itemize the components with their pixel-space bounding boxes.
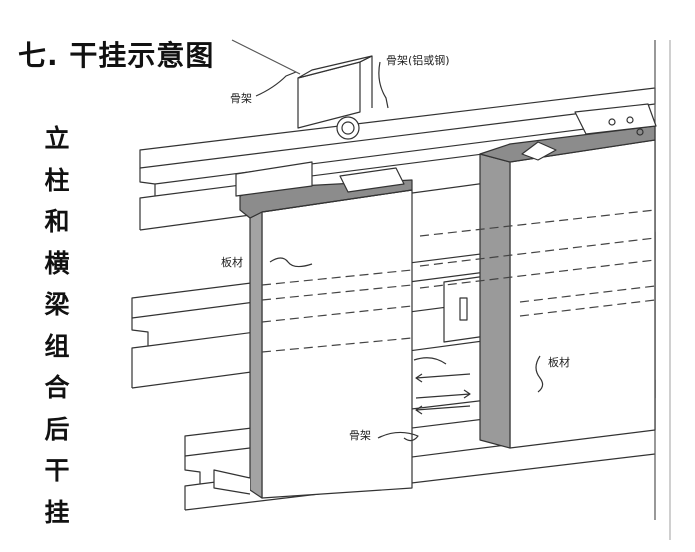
label-frame-top: 骨架	[230, 92, 252, 105]
caption-char: 后	[44, 414, 70, 444]
caption-char: 梁	[44, 290, 70, 319]
label-panel-right: 板材	[548, 355, 570, 369]
leader-lines	[231, 39, 544, 442]
vertical-post-top	[297, 55, 373, 129]
caption-char: 柱	[44, 165, 70, 195]
caption-char: 干	[44, 456, 70, 485]
caption-char: 立	[44, 124, 70, 153]
caption-char: 组	[44, 331, 70, 361]
label-panel-left: 板材	[221, 255, 243, 269]
caption-char: 和	[44, 207, 70, 236]
vertical-caption: 立 柱 和 横 梁 组 合 后 干 挂	[40, 118, 74, 533]
label-frame-top-material: 骨架(铝或钢)	[386, 53, 450, 67]
panel-right	[419, 103, 657, 449]
label-frame-bottom: 骨架	[349, 429, 371, 442]
caption-char: 横	[44, 248, 70, 278]
gap-arrows	[413, 357, 471, 415]
caption-char: 挂	[44, 497, 70, 527]
page-title: 七. 干挂示意图	[18, 39, 215, 72]
caption-char: 合	[44, 373, 70, 402]
